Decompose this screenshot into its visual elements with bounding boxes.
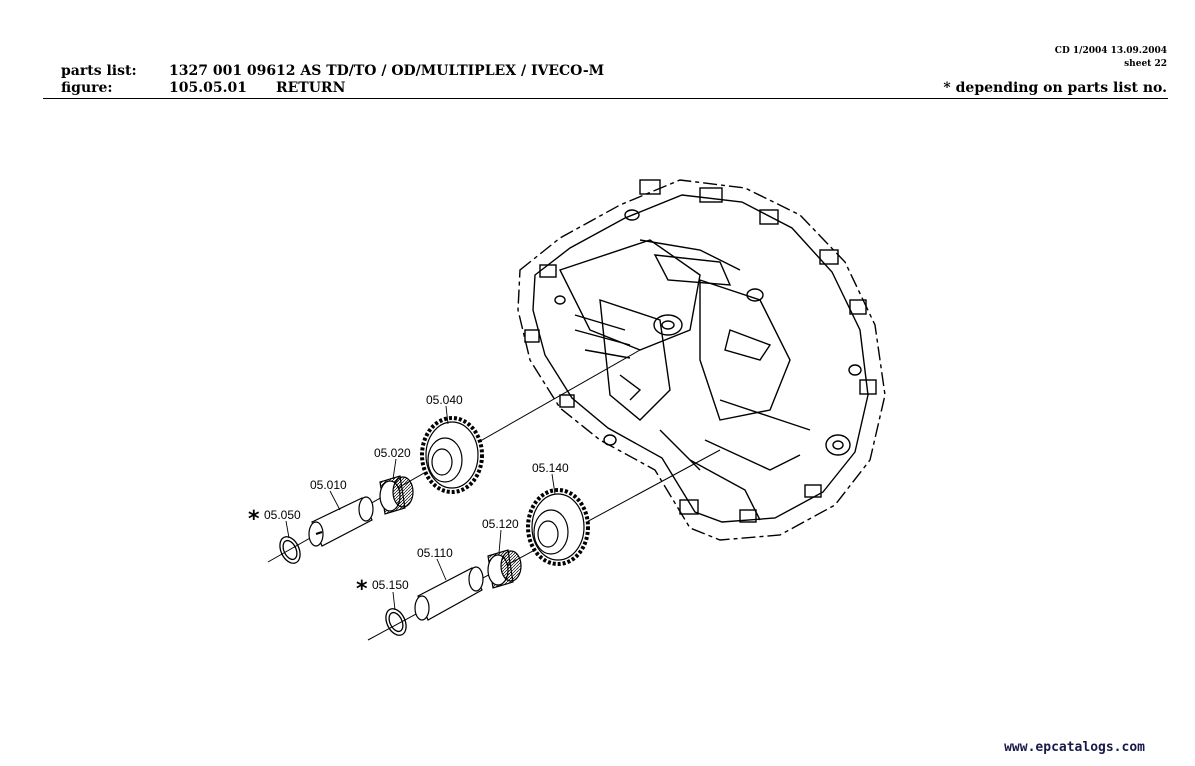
sheet-number: sheet 22: [1124, 59, 1167, 69]
needle-bearing-05-020: [379, 475, 414, 515]
callout-05-120: 05.120: [482, 517, 519, 531]
circlip-05-150: [385, 608, 407, 636]
figure-label: figure:: [61, 80, 113, 96]
callout-labels: 05.040 05.020 05.010 * 05.050 05.140 05.…: [248, 393, 569, 602]
callout-05-040: 05.040: [426, 393, 463, 407]
callout-05-020: 05.020: [374, 446, 411, 460]
callout-05-140: 05.140: [532, 461, 569, 475]
shaft-05-010: [308, 496, 374, 547]
callout-05-050: 05.050: [264, 508, 301, 522]
callout-05-150: 05.150: [372, 578, 409, 592]
needle-bearing-05-120: [487, 549, 522, 589]
callout-star-05-150: *: [356, 577, 368, 602]
figure-number: 105.05.01: [169, 80, 247, 96]
header-rule: [43, 98, 1168, 99]
transmission-housing: [517, 179, 886, 541]
gear-05-040: [420, 416, 484, 494]
callout-star-05-050: *: [248, 507, 260, 532]
shaft-05-110: [414, 566, 484, 621]
parts-list-label: parts list:: [61, 63, 137, 79]
gear-05-140: [526, 488, 590, 566]
axis-lines: [267, 349, 721, 641]
figure-description: RETURN: [276, 80, 346, 96]
parts-list-number: 1327 001 096: [169, 63, 277, 79]
leader-lines: [285, 405, 556, 611]
parts-list-description: 12 AS TD/TO / OD/MULTIPLEX / IVECO-M: [276, 63, 605, 79]
callout-05-110: 05.110: [417, 546, 453, 560]
cd-info: CD 1/2004 13.09.2004: [1054, 46, 1167, 56]
watermark: www.epcatalogs.com: [1004, 740, 1145, 755]
circlip-05-050: [279, 536, 301, 564]
callout-05-010: 05.010: [310, 478, 347, 492]
header-note: * depending on parts list no.: [943, 80, 1167, 96]
